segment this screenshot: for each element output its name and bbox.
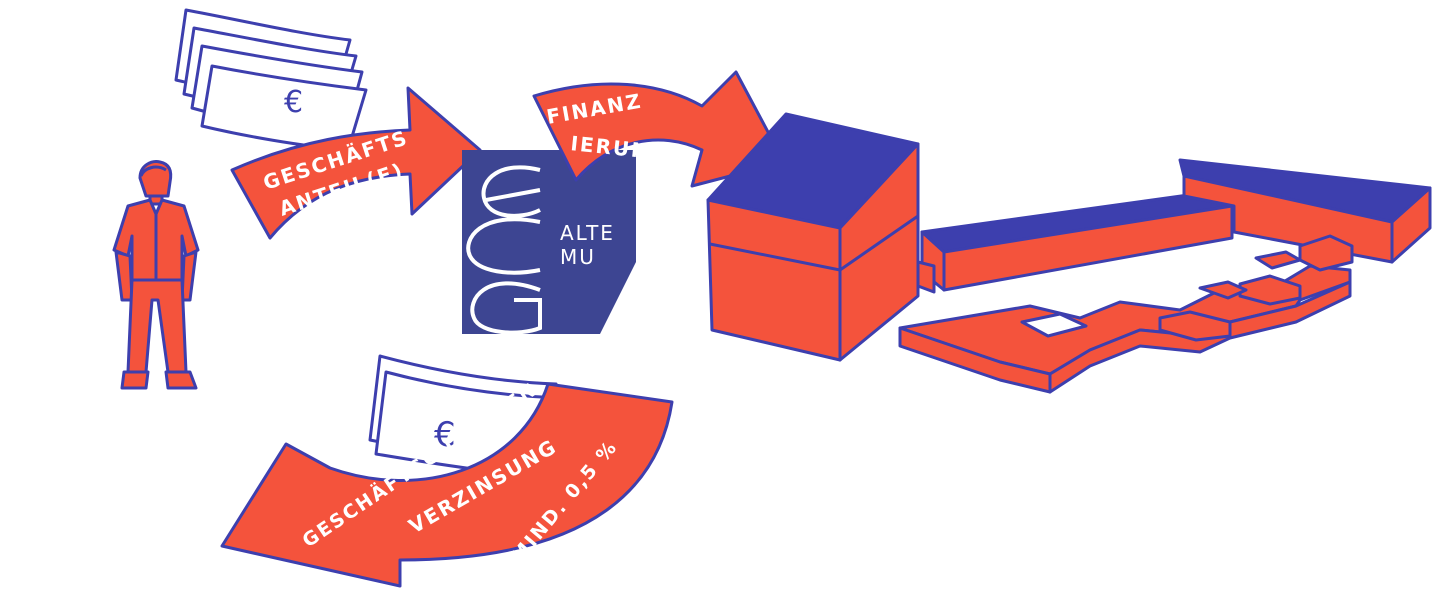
main-block-side [838, 142, 920, 362]
logo-line1: ALTE [560, 221, 615, 245]
cooperative-logo-icon: ALTE MU [462, 150, 636, 335]
arrow-anteile: GESCHÄFTS ANTEIL(E) [230, 86, 482, 240]
main-block-front [706, 198, 842, 362]
euro-symbol-bottom: € [434, 415, 456, 455]
euro-symbol: € [284, 85, 303, 120]
banknote-stack-icon: € [174, 8, 368, 152]
arrow-finanzierung: FINANZ IERUNG [532, 70, 786, 188]
building-complex-icon [706, 112, 1432, 394]
courtyard-cutout [1020, 312, 1088, 338]
middle-bar-side [942, 204, 1234, 292]
person-icon [112, 160, 200, 390]
back-bar-end [1390, 186, 1432, 264]
logo-line2: MU [560, 245, 596, 269]
